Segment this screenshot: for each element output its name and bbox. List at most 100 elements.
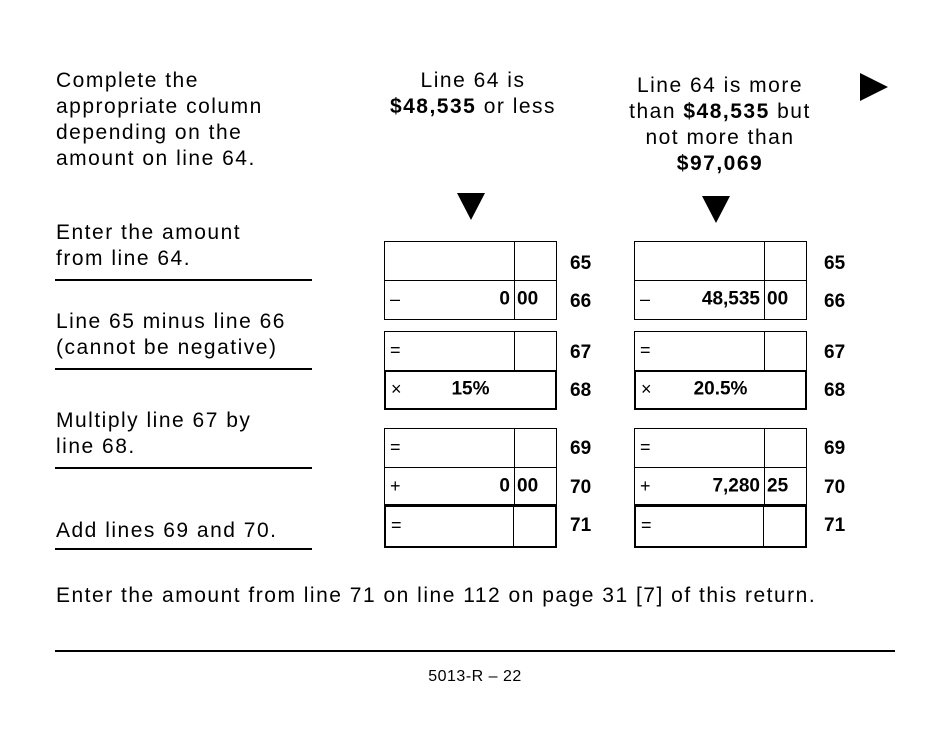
column1-header-rest: or less	[476, 95, 557, 118]
cents-cell	[514, 242, 556, 280]
minus-sign: –	[640, 289, 651, 310]
instruction-line: Enter the amount	[56, 221, 242, 244]
multiply-instruction: Multiply line 67 by line 68.	[56, 408, 251, 460]
column2-line71-field[interactable]: =	[634, 504, 807, 548]
instruction-rule	[55, 548, 312, 550]
footer-rule	[55, 650, 895, 652]
column2-header-line: $97,069	[610, 151, 830, 177]
down-triangle-icon	[457, 193, 485, 220]
cents-cell	[513, 506, 555, 546]
rate-value: 15%	[451, 378, 490, 400]
line-number-66: 66	[824, 291, 846, 312]
column2-line70-field[interactable]: + 7,280 25	[634, 467, 807, 507]
cents-cell	[764, 242, 806, 280]
column1-line66-field[interactable]: – 0 00	[384, 280, 557, 320]
down-triangle-icon	[702, 196, 730, 223]
right-triangle-icon	[860, 73, 888, 101]
instruction-line: from line 64.	[56, 247, 192, 270]
instruction-rule	[55, 467, 312, 469]
column1-line69-field[interactable]: =	[384, 428, 557, 468]
intro-line: Complete the	[56, 69, 199, 92]
instruction-line: Multiply line 67 by	[56, 409, 252, 432]
column1-line65-field[interactable]	[384, 241, 557, 281]
column1-line67-field[interactable]: =	[384, 331, 557, 371]
cents-cell: 00	[764, 281, 806, 319]
column1-threshold: $48,535	[389, 95, 477, 118]
cents-value: 00	[517, 475, 539, 497]
intro-line: amount on line 64.	[56, 147, 256, 170]
column2-line65-field[interactable]	[634, 241, 807, 281]
column2-header-line: Line 64 is more	[636, 74, 804, 97]
dollars-value: 7,280	[712, 475, 760, 497]
instruction-rule	[55, 368, 312, 370]
page-number: 5013-R – 22	[428, 668, 522, 685]
enter-amount-instruction: Enter the amount from line 64.	[56, 220, 241, 272]
multiply-sign: ×	[391, 379, 402, 400]
line-number-71: 71	[824, 515, 846, 536]
cents-cell	[514, 429, 556, 467]
instruction-rule	[55, 279, 312, 281]
add-instruction: Add lines 69 and 70.	[56, 519, 278, 542]
minus-sign: –	[390, 289, 401, 310]
line-number-70: 70	[824, 477, 846, 498]
instruction-line: Line 65 minus line 66	[56, 310, 286, 333]
equals-sign: =	[640, 340, 651, 361]
line-number-71: 71	[570, 515, 592, 536]
cents-value: 00	[767, 288, 789, 310]
intro-line: appropriate column	[56, 95, 263, 118]
line-number-65: 65	[570, 253, 592, 274]
column2-header-line: not more than	[645, 126, 795, 149]
minus-instruction: Line 65 minus line 66 (cannot be negativ…	[56, 309, 286, 361]
line-number-69: 69	[570, 438, 592, 459]
column1-line68-rate: × 15%	[384, 370, 557, 410]
cents-value: 00	[517, 288, 539, 310]
cents-cell	[514, 332, 556, 370]
line-number-68: 68	[824, 380, 846, 401]
line-number-69: 69	[824, 438, 846, 459]
dollars-value: 0	[499, 475, 510, 497]
cents-cell	[763, 506, 805, 546]
line-number-67: 67	[570, 342, 592, 363]
column2-line67-field[interactable]: =	[634, 331, 807, 371]
rate-value: 20.5%	[693, 378, 748, 400]
column2-line69-field[interactable]: =	[634, 428, 807, 468]
column1-line70-field[interactable]: + 0 00	[384, 467, 557, 507]
column1-header-line: Line 64 is	[420, 69, 526, 92]
line-number-70: 70	[570, 477, 592, 498]
column2-line68-rate: × 20.5%	[634, 370, 807, 410]
plus-sign: +	[390, 476, 401, 497]
line-number-66: 66	[570, 291, 592, 312]
cents-cell	[764, 332, 806, 370]
column1-line71-field[interactable]: =	[384, 504, 557, 548]
dollars-value: 48,535	[701, 288, 760, 310]
intro-line: depending on the	[56, 121, 243, 144]
equals-sign: =	[641, 515, 652, 536]
dollars-value: 0	[499, 288, 510, 310]
instruction-line: (cannot be negative)	[56, 336, 278, 359]
final-instruction: Enter the amount from line 71 on line 11…	[56, 584, 817, 607]
plus-sign: +	[640, 476, 651, 497]
equals-sign: =	[391, 515, 402, 536]
cents-cell: 00	[514, 281, 556, 319]
line-number-65: 65	[824, 253, 846, 274]
equals-sign: =	[640, 437, 651, 458]
column2-header-text: but	[769, 100, 811, 123]
line-number-68: 68	[570, 380, 592, 401]
column2-header: Line 64 is more than $48,535 but not mor…	[610, 73, 830, 177]
cents-cell	[764, 429, 806, 467]
line-number-67: 67	[824, 342, 846, 363]
instruction-line: line 68.	[56, 435, 136, 458]
equals-sign: =	[390, 437, 401, 458]
column2-upper-threshold: $97,069	[676, 152, 764, 175]
column2-header-line: than $48,535 but	[610, 99, 830, 125]
column1-header-line: $48,535 or less	[360, 94, 586, 120]
multiply-sign: ×	[641, 379, 652, 400]
cents-cell: 00	[514, 468, 556, 506]
column2-lower-threshold: $48,535	[683, 100, 770, 123]
column2-line66-field[interactable]: – 48,535 00	[634, 280, 807, 320]
column2-header-text: than	[629, 100, 684, 123]
cents-value: 25	[767, 475, 789, 497]
column1-header: Line 64 is $48,535 or less	[360, 68, 586, 120]
cents-cell: 25	[764, 468, 806, 506]
intro-instruction: Complete the appropriate column dependin…	[56, 68, 263, 172]
